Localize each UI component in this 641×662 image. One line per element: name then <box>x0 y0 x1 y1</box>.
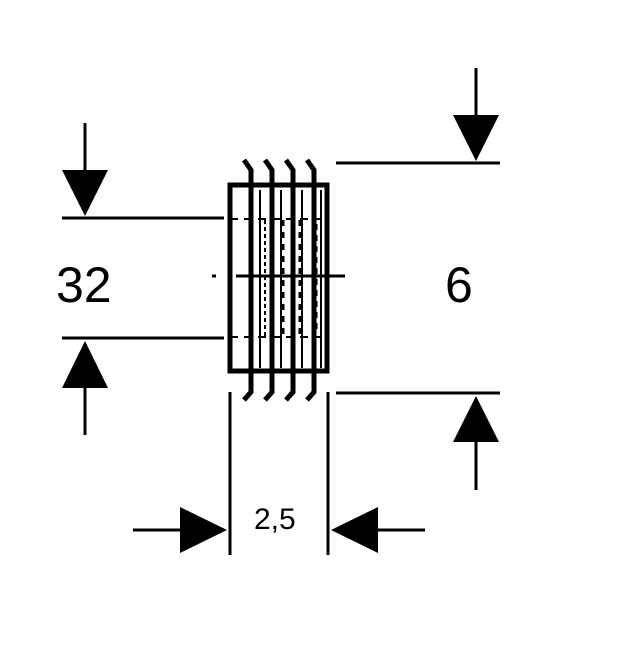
arrow-down-icon <box>62 170 108 216</box>
arrow-right-icon <box>180 507 227 553</box>
arrow-down-icon <box>453 115 499 161</box>
seal-part <box>212 158 345 402</box>
dimension-label-thickness: 2,5 <box>254 503 296 536</box>
dimension-label-inner-diameter: 6 <box>445 257 473 313</box>
arrow-up-icon <box>453 396 499 442</box>
dimension-label-outer-diameter: 32 <box>56 257 112 313</box>
arrow-left-icon <box>331 507 378 553</box>
arrow-up-icon <box>62 341 108 388</box>
